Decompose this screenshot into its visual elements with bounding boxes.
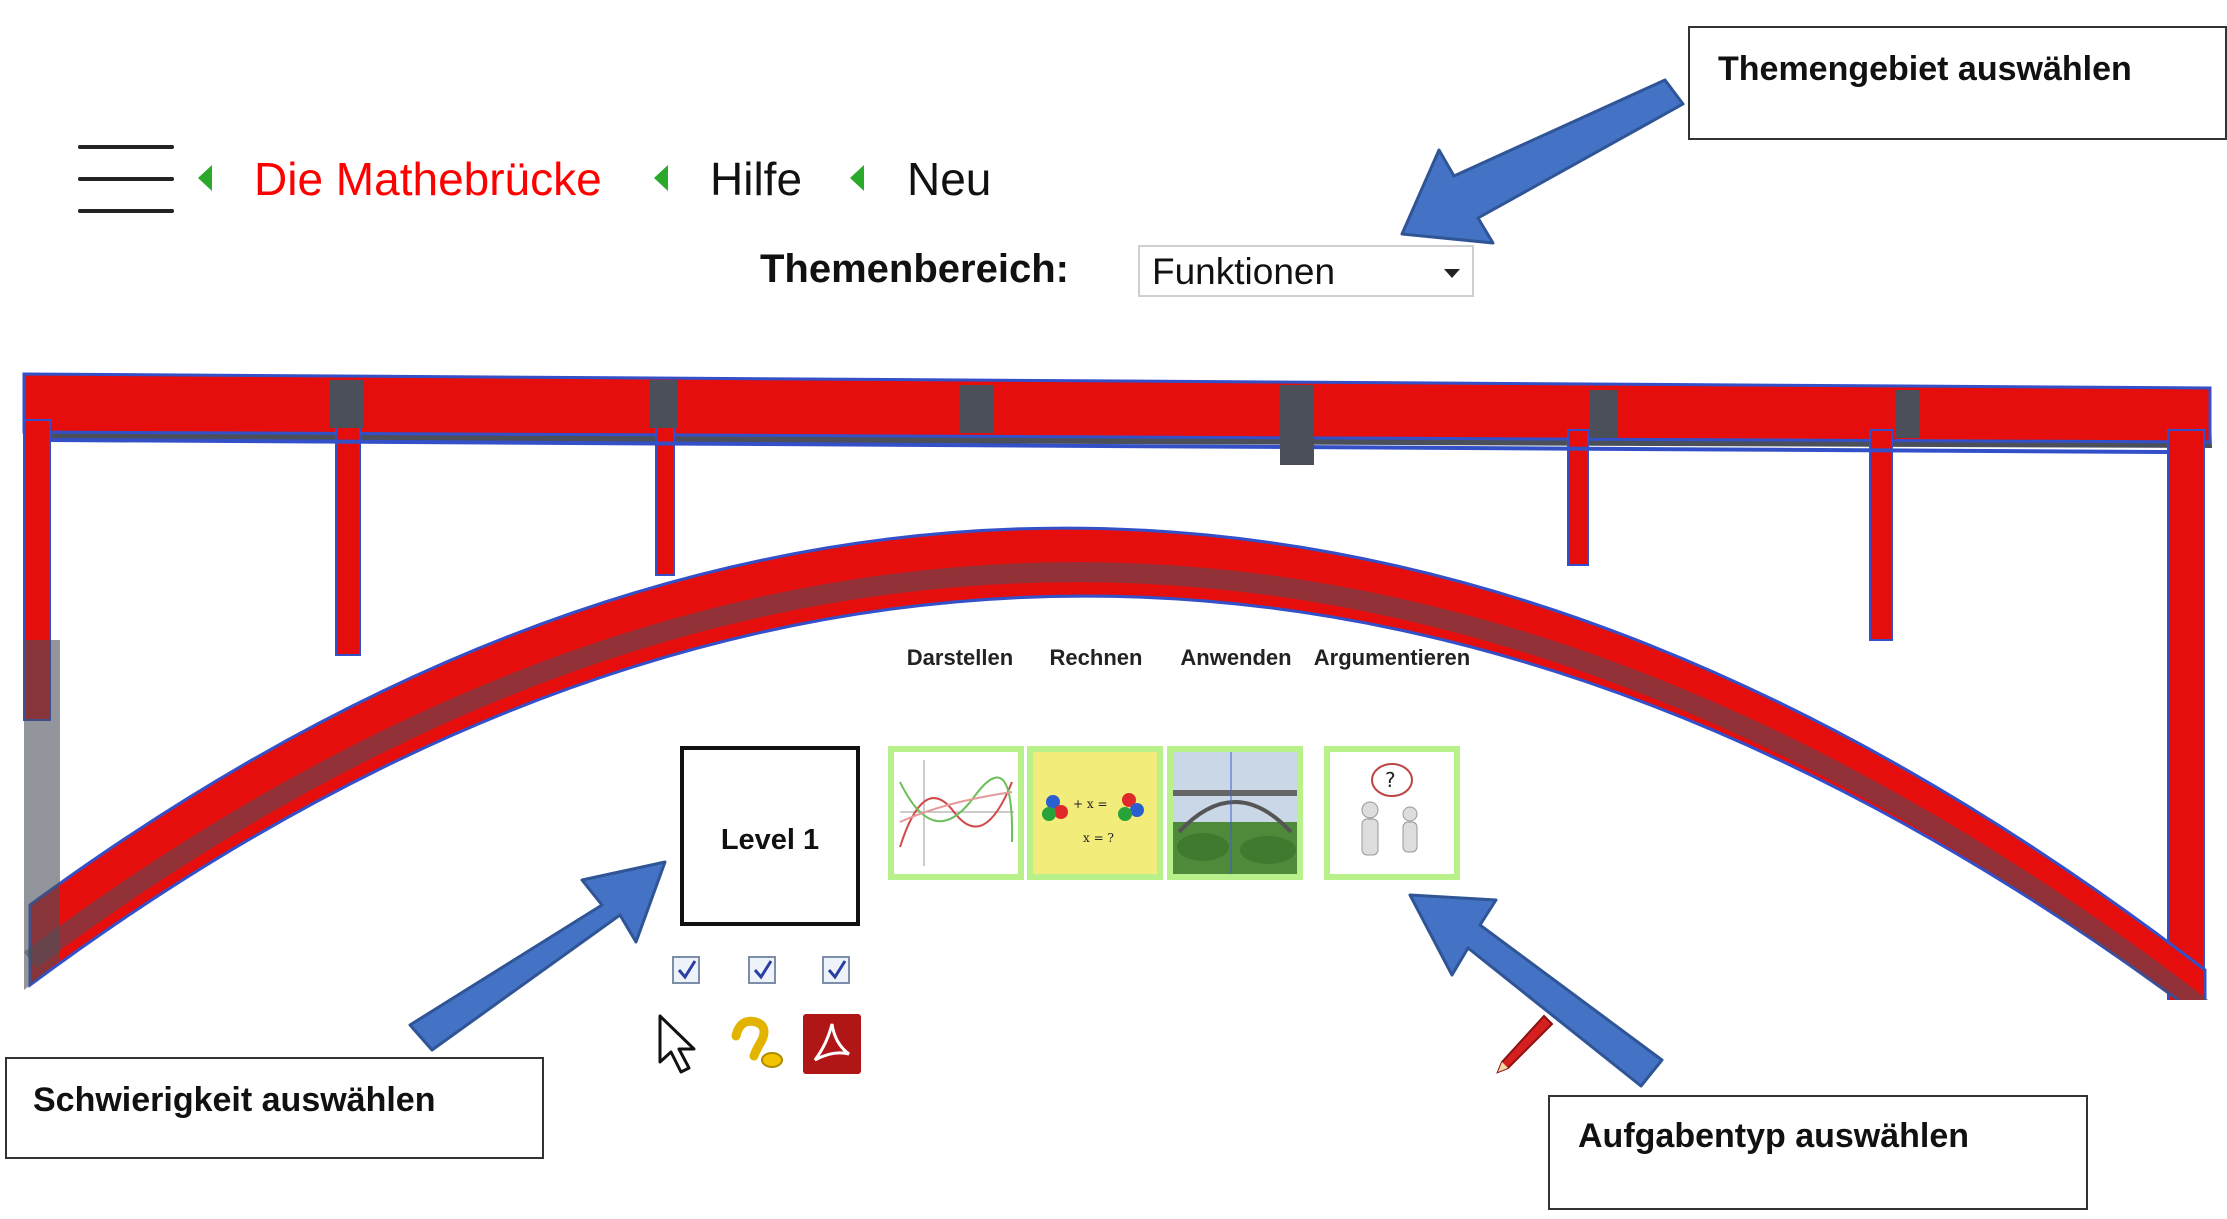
topic-select-value: Funktionen xyxy=(1152,251,1336,292)
task-type-label-anwenden: Anwenden xyxy=(1180,645,1292,670)
callout-difficulty-text: Schwierigkeit auswählen xyxy=(33,1081,436,1119)
discussion-icon: ? xyxy=(1330,752,1454,874)
equation-icon: + x = x = ? xyxy=(1033,752,1157,874)
level-label: Level 1 xyxy=(720,824,820,856)
callout-topic: Themengebiet auswählen xyxy=(1688,26,2227,140)
checkbox-option-3[interactable] xyxy=(822,956,850,984)
task-tile-darstellen[interactable] xyxy=(888,746,1024,880)
nav-link-new[interactable]: Neu xyxy=(907,153,992,205)
topic-label: Themenbereich: xyxy=(760,247,1069,291)
task-tile-rechnen[interactable]: + x = x = ? xyxy=(1027,746,1163,880)
nav-arrow-icon xyxy=(850,165,864,191)
pencil-icon[interactable] xyxy=(1494,1012,1554,1076)
task-tile-anwenden[interactable] xyxy=(1167,746,1303,880)
checkbox-option-1[interactable] xyxy=(672,956,700,984)
menu-icon[interactable] xyxy=(78,145,174,215)
callout-difficulty: Schwierigkeit auswählen xyxy=(5,1057,544,1159)
nav-link-help[interactable]: Hilfe xyxy=(710,153,803,205)
nav-arrow-icon xyxy=(198,165,212,191)
chevron-down-icon xyxy=(1444,269,1460,278)
topic-select[interactable]: Funktionen xyxy=(1138,245,1474,297)
task-type-label-rechnen: Rechnen xyxy=(1049,645,1143,670)
level-selector[interactable]: Level 1 xyxy=(680,746,860,926)
bridge-photo-icon xyxy=(1173,752,1297,874)
pdf-icon[interactable] xyxy=(803,1014,861,1074)
svg-text:?: ? xyxy=(1385,768,1396,792)
svg-text:x = ?: x = ? xyxy=(1083,831,1114,845)
callout-task-type-text: Aufgabentyp auswählen xyxy=(1578,1117,1970,1155)
callout-task-type: Aufgabentyp auswählen xyxy=(1548,1095,2088,1210)
function-graph-icon xyxy=(894,752,1018,874)
arrow-to-topic-select-icon xyxy=(1400,78,1685,245)
nav-arrow-icon xyxy=(654,165,668,191)
cursor-icon[interactable] xyxy=(656,1014,704,1076)
bridge-illustration xyxy=(22,372,2212,1000)
checkbox-option-2[interactable] xyxy=(748,956,776,984)
task-tile-argumentieren[interactable]: ? xyxy=(1324,746,1460,880)
task-type-label-darstellen: Darstellen xyxy=(906,645,1014,670)
callout-topic-text: Themengebiet auswählen xyxy=(1718,50,2132,88)
task-type-label-argumentieren: Argumentieren xyxy=(1313,645,1471,670)
hint-icon[interactable] xyxy=(726,1014,786,1074)
nav-link-mathebruecke[interactable]: Die Mathebrücke xyxy=(254,153,602,205)
svg-text:+ x =: + x = xyxy=(1073,797,1108,811)
